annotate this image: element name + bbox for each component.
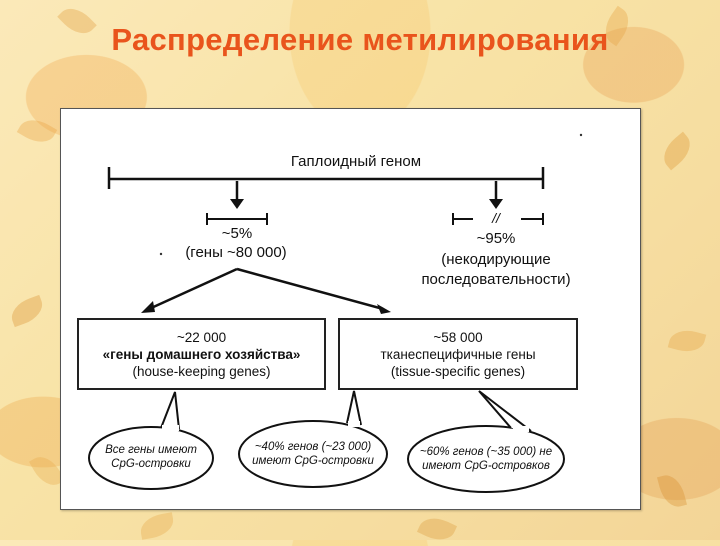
right-percent: ~95% <box>476 230 516 247</box>
bubble-housekeeping: Все гены имеют CpG-островки <box>89 443 213 471</box>
box-right-line1: тканеспецифичные гены <box>380 346 536 362</box>
bubble-2-line1: ~40% генов (~23 000) <box>254 441 372 453</box>
bubble-1-line2: CpG-островки <box>111 458 191 470</box>
left-percent: ~5% <box>221 225 253 242</box>
genome-label: Гаплоидный геном <box>290 153 422 170</box>
housekeeping-genes-box: ~22 000 «гены домашнего хозяйства» (hous… <box>77 318 326 390</box>
left-subtitle: (гены ~80 000) <box>185 244 287 261</box>
box-right-line2: (tissue-specific genes) <box>390 363 526 379</box>
box-left-line1: «гены домашнего хозяйства» <box>102 346 301 362</box>
tissue-specific-genes-box: ~58 000 тканеспецифичные гены (tissue-sp… <box>338 318 578 390</box>
decorative-leaf <box>7 294 47 328</box>
page-title: Распределение метилирования <box>111 22 609 57</box>
bubble-3-line2: имеют CpG-островков <box>422 460 550 472</box>
decorative-leaf <box>416 511 458 546</box>
bubble-tissue-with-cpg: ~40% генов (~23 000) имеют CpG-островки <box>239 440 387 468</box>
box-right-count: ~58 000 <box>433 329 483 345</box>
decorative-leaf <box>16 112 58 150</box>
decorative-leaf <box>656 131 698 171</box>
right-line1: (некодирующие <box>441 251 551 268</box>
decorative-leaf <box>656 471 688 511</box>
bubble-3-line1: ~60% генов (~35 000) не <box>419 446 553 458</box>
decorative-leaf <box>667 325 707 357</box>
right-mark: // <box>492 210 500 226</box>
bubble-2-line2: имеют CpG-островки <box>252 455 374 467</box>
box-left-line2: (house-keeping genes) <box>132 363 271 379</box>
bubble-1-line1: Все гены имеют <box>105 444 197 456</box>
decorative-leaf <box>138 512 176 540</box>
right-line2: последовательности) <box>421 271 571 288</box>
diagram-panel: Гаплоидный геном ~5% (гены ~80 000) // ~… <box>60 108 641 510</box>
diagram-lines <box>88 133 583 493</box>
bubble-tissue-without-cpg: ~60% генов (~35 000) не имеют CpG-остров… <box>408 445 564 473</box>
box-left-count: ~22 000 <box>176 329 227 345</box>
